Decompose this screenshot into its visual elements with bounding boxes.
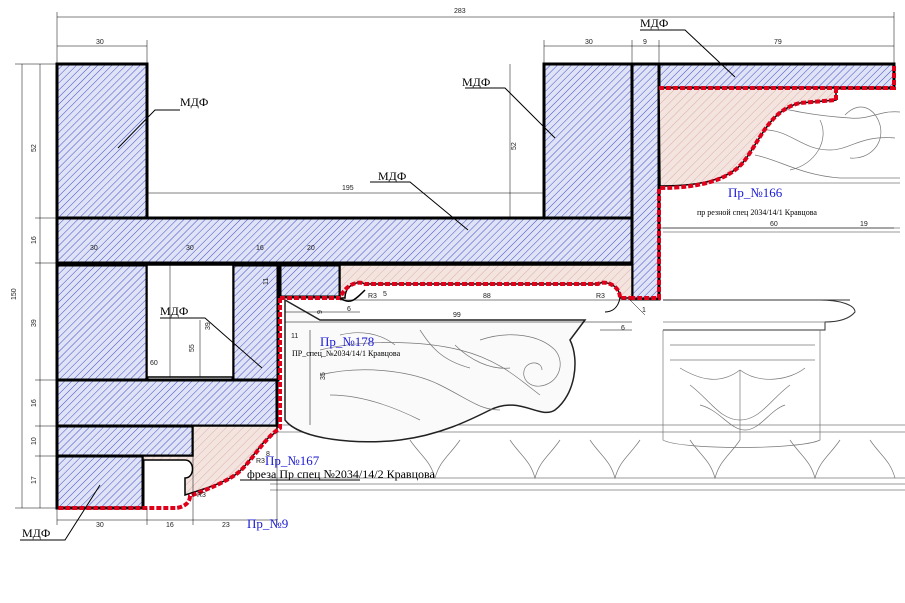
profile-178-label: Пр_№178 bbox=[320, 334, 374, 349]
material-labels: МДФ МДФ МДФ МДФ МДФ МДФ bbox=[22, 16, 668, 540]
dim-11-upper: 11 bbox=[263, 278, 270, 285]
profile-178-note: ПР_спец_№2034/14/1 Кравцова bbox=[292, 349, 401, 358]
mdf-label-inner: МДФ bbox=[160, 304, 188, 318]
dim-52-right: 52 bbox=[511, 142, 518, 150]
dim-55: 55 bbox=[189, 344, 196, 352]
leader-lines bbox=[20, 29, 736, 541]
freza-note: фреза Пр спец №2034/14/2 Кравцова bbox=[247, 467, 436, 481]
dimension-values: 283 30 30 9 79 52 52 195 150 16 39 16 10… bbox=[11, 8, 868, 529]
dim-150: 150 bbox=[11, 288, 18, 300]
dim-17: 17 bbox=[31, 476, 38, 484]
dim-30-bottom: 30 bbox=[96, 522, 104, 529]
dim-5: 5 bbox=[383, 291, 387, 298]
mdf-label-bottom: МДФ bbox=[22, 526, 50, 540]
edge-banding bbox=[57, 66, 896, 510]
radius-r3-d: R3 bbox=[197, 492, 206, 499]
dim-1: 1 bbox=[642, 307, 646, 314]
dim-6-right: 6 bbox=[621, 325, 625, 332]
dim-16-crossbar: 16 bbox=[256, 245, 264, 252]
dim-10: 10 bbox=[31, 437, 38, 445]
dim-6-left: 6 bbox=[347, 306, 351, 313]
dim-39: 39 bbox=[31, 319, 38, 327]
mdf-label-crossbar: МДФ bbox=[378, 169, 406, 183]
dim-99: 99 bbox=[453, 312, 461, 319]
dim-9: 9 bbox=[643, 39, 647, 46]
dim-9-small: 9 bbox=[317, 310, 324, 314]
dim-16-upper: 16 bbox=[31, 236, 38, 244]
dim-35: 35 bbox=[320, 372, 327, 380]
dim-79: 79 bbox=[774, 39, 782, 46]
dim-60-right: 60 bbox=[770, 221, 778, 228]
profile-166-label: Пр_№166 bbox=[728, 185, 783, 200]
dim-30-crossbar-b: 30 bbox=[186, 245, 194, 252]
dimension-lines bbox=[15, 12, 895, 525]
dim-20: 20 bbox=[307, 245, 315, 252]
radius-r3-c: R3 bbox=[256, 458, 265, 465]
dim-11-lower: 11 bbox=[291, 333, 298, 340]
mdf-parts bbox=[55, 62, 896, 510]
profile-9-label: Пр_№9 bbox=[247, 516, 288, 531]
dim-23: 23 bbox=[222, 522, 230, 529]
radius-r3-a: R3 bbox=[368, 293, 377, 300]
mdf-label-center-post: МДФ bbox=[462, 75, 490, 89]
dim-52-left: 52 bbox=[31, 144, 38, 152]
dim-30-top-mid: 30 bbox=[585, 39, 593, 46]
dim-16-bottom: 16 bbox=[166, 522, 174, 529]
dim-30-top-left: 30 bbox=[96, 39, 104, 46]
dim-16-lower: 16 bbox=[31, 399, 38, 407]
profile-166-note: пр резной спец 2034/14/1 Кравцова bbox=[697, 208, 817, 217]
dim-60-inner: 60 bbox=[150, 360, 158, 367]
dim-30-crossbar-a: 30 bbox=[90, 245, 98, 252]
profile-167-label: Пр_№167 bbox=[265, 453, 320, 468]
dim-8: 8 bbox=[266, 451, 270, 458]
dim-283: 283 bbox=[454, 8, 466, 15]
dim-195: 195 bbox=[342, 185, 354, 192]
radius-r3-b: R3 bbox=[596, 293, 605, 300]
dim-19: 19 bbox=[860, 221, 868, 228]
dim-39-inner: 39 bbox=[205, 322, 212, 330]
mdf-label-top-right: МДФ bbox=[640, 16, 668, 30]
profile-callouts: Пр_№166 Пр_№178 Пр_№167 Пр_№9 пр резной … bbox=[247, 185, 817, 531]
dim-88: 88 bbox=[483, 293, 491, 300]
mdf-label-top-left: МДФ bbox=[180, 95, 208, 109]
